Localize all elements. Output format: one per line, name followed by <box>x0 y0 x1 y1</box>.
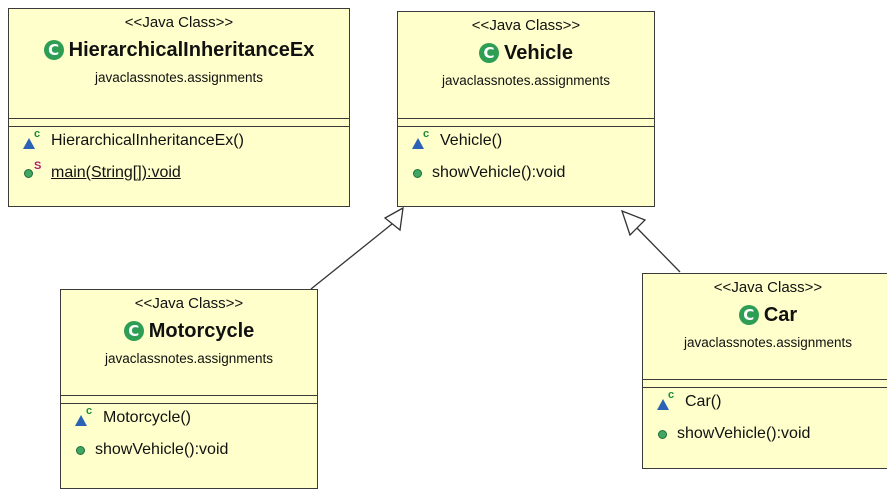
package-name: javaclassnotes.assignments <box>104 351 274 366</box>
operation-label: main(String[]):void <box>51 164 181 181</box>
class-header: <<Java Class>> C Car javaclassnotes.assi… <box>643 274 887 380</box>
operation-showvehicle[interactable]: showVehicle():void <box>75 440 317 460</box>
edge-motorcycle-to-vehicle <box>310 223 393 290</box>
public-method-icon <box>75 440 95 460</box>
package-name: javaclassnotes.assignments <box>683 335 853 350</box>
operation-constructor[interactable]: c HierarchicalInheritanceEx() <box>23 128 349 151</box>
protected-constructor-icon: c <box>75 405 103 428</box>
class-box-motorcycle[interactable]: <<Java Class>> C Motorcycle javaclassnot… <box>60 289 318 489</box>
operation-label: showVehicle():void <box>677 425 811 442</box>
operation-constructor[interactable]: c Car() <box>657 389 887 412</box>
operation-label: Vehicle() <box>440 132 503 149</box>
class-icon: C <box>479 43 500 63</box>
class-box-vehicle[interactable]: <<Java Class>> C Vehicle javaclassnotes.… <box>397 11 655 207</box>
class-name: HierarchicalInheritanceEx <box>68 39 315 61</box>
operation-main[interactable]: S main(String[]):void <box>23 160 349 183</box>
public-method-icon <box>412 163 432 183</box>
operation-showvehicle[interactable]: showVehicle():void <box>412 163 654 183</box>
attributes-compartment <box>398 119 654 127</box>
attributes-compartment <box>9 119 349 127</box>
operations-compartment: c Motorcycle() showVehicle():void <box>61 404 317 460</box>
class-header: <<Java Class>> C Motorcycle javaclassnot… <box>61 290 317 396</box>
package-name: javaclassnotes.assignments <box>94 70 264 85</box>
protected-constructor-icon: c <box>23 128 51 151</box>
operation-label: Motorcycle() <box>103 409 192 426</box>
class-header: <<Java Class>> C HierarchicalInheritance… <box>9 9 349 119</box>
class-icon: C <box>43 40 64 60</box>
operations-compartment: c Car() showVehicle():void <box>643 388 887 444</box>
operation-label: showVehicle():void <box>432 164 566 181</box>
attributes-compartment <box>643 380 887 388</box>
class-title: C Vehicle <box>398 40 654 66</box>
class-name: Vehicle <box>504 42 573 64</box>
class-title: C HierarchicalInheritanceEx <box>9 37 349 63</box>
operation-label: HierarchicalInheritanceEx() <box>51 132 244 149</box>
stereotype: <<Java Class>> <box>124 14 234 31</box>
operation-label: Car() <box>685 393 722 410</box>
class-box-car[interactable]: <<Java Class>> C Car javaclassnotes.assi… <box>642 273 887 469</box>
class-icon: C <box>123 321 144 341</box>
operation-constructor[interactable]: c Motorcycle() <box>75 405 317 428</box>
public-static-method-icon: S <box>23 160 51 183</box>
stereotype: <<Java Class>> <box>713 279 823 296</box>
public-method-icon <box>657 424 677 444</box>
operation-label: showVehicle():void <box>95 441 229 458</box>
operations-compartment: c HierarchicalInheritanceEx() S main(Str… <box>9 127 349 183</box>
protected-constructor-icon: c <box>412 128 440 151</box>
class-icon: C <box>738 305 759 325</box>
stereotype: <<Java Class>> <box>471 17 581 34</box>
class-title: C Car <box>643 302 887 328</box>
class-box-hierarchicalinheritanceex[interactable]: <<Java Class>> C HierarchicalInheritance… <box>8 8 350 207</box>
operation-constructor[interactable]: c Vehicle() <box>412 128 654 151</box>
generalization-arrowhead <box>620 209 647 237</box>
generalization-arrowhead <box>383 206 404 232</box>
package-name: javaclassnotes.assignments <box>441 73 611 88</box>
class-title: C Motorcycle <box>61 318 317 344</box>
operations-compartment: c Vehicle() showVehicle():void <box>398 127 654 183</box>
edge-car-to-vehicle <box>635 226 681 273</box>
class-name: Motorcycle <box>148 320 255 342</box>
operation-showvehicle[interactable]: showVehicle():void <box>657 424 887 444</box>
protected-constructor-icon: c <box>657 389 685 412</box>
class-header: <<Java Class>> C Vehicle javaclassnotes.… <box>398 12 654 119</box>
class-name: Car <box>763 304 798 326</box>
attributes-compartment <box>61 396 317 404</box>
stereotype: <<Java Class>> <box>134 295 244 312</box>
